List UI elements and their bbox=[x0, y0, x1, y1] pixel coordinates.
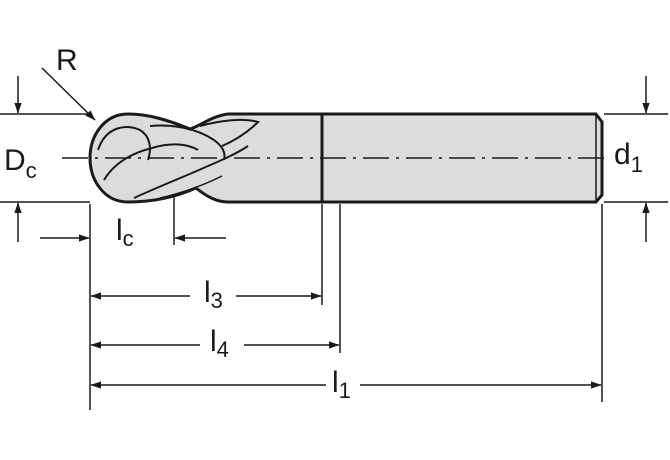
flute-line bbox=[159, 175, 223, 199]
cutting-length-main: l bbox=[116, 214, 123, 247]
extension-lines bbox=[0, 113, 668, 410]
flute-line bbox=[149, 124, 226, 161]
overall-length-label: l1 bbox=[332, 366, 351, 403]
cutting-diameter-sub: c bbox=[26, 158, 37, 183]
radius-label: R bbox=[56, 44, 78, 77]
flute-line bbox=[103, 143, 199, 181]
cutting-diameter-main: D bbox=[4, 144, 26, 177]
cutting-length-label: lc bbox=[116, 214, 134, 251]
overall-length-sub: 1 bbox=[339, 378, 351, 403]
length-3-label: l3 bbox=[204, 276, 223, 313]
flute-line bbox=[133, 145, 249, 199]
length-4-label: l4 bbox=[210, 325, 229, 362]
shank-diameter-main: d bbox=[614, 138, 631, 171]
flute-line bbox=[199, 118, 260, 147]
length-4-main: l bbox=[210, 325, 217, 358]
length-3-sub: 3 bbox=[211, 288, 223, 313]
shank-diameter-sub: 1 bbox=[631, 152, 643, 177]
r-leader bbox=[41, 67, 96, 121]
shank-diameter-label: d1 bbox=[614, 138, 643, 177]
length-4-sub: 4 bbox=[217, 337, 229, 362]
overall-length-main: l bbox=[332, 366, 339, 399]
dimension-arrows bbox=[14, 67, 650, 389]
flute-line bbox=[97, 126, 151, 161]
cutting-diameter-label: Dc bbox=[4, 144, 37, 183]
length-3-main: l bbox=[204, 276, 211, 309]
cutting-length-sub: c bbox=[123, 226, 134, 251]
